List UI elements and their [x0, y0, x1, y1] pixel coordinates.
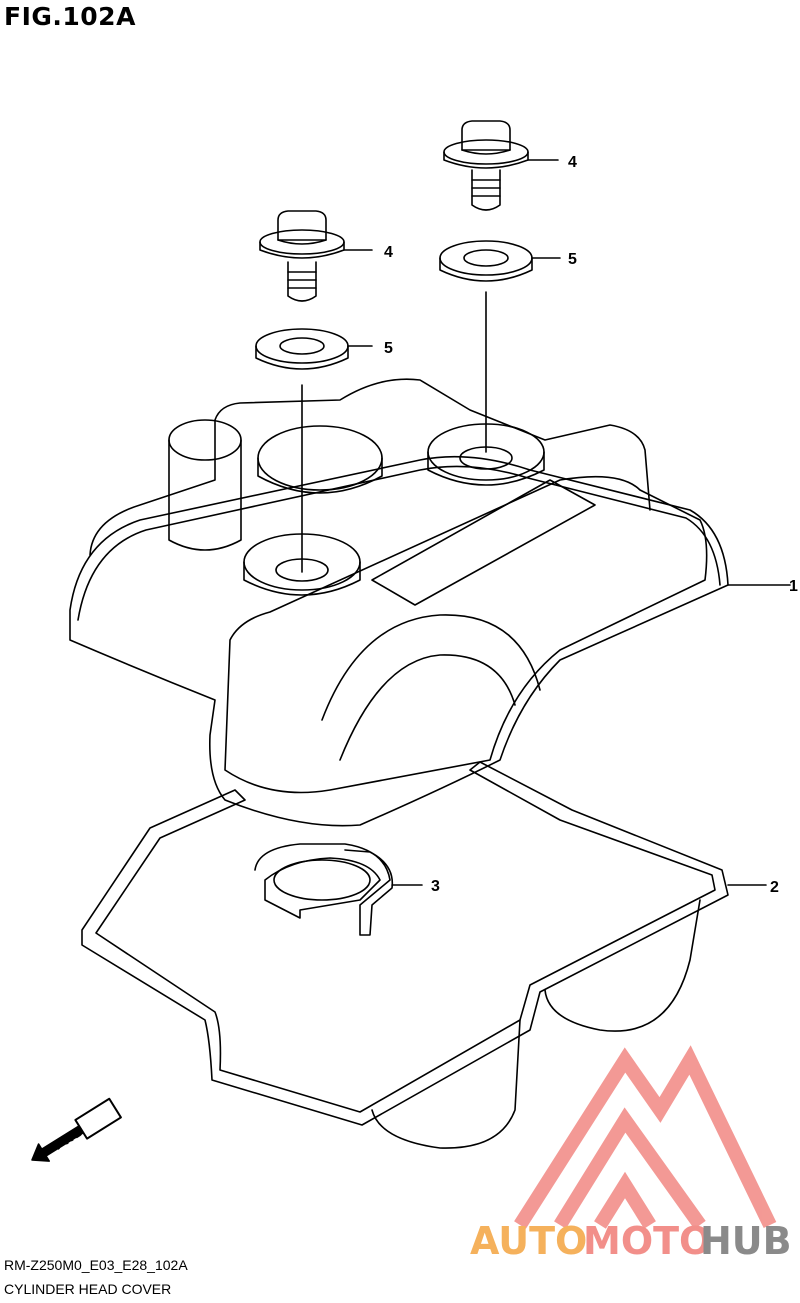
diagram-code: RM-Z250M0_E03_E28_102A: [4, 1257, 188, 1273]
plug-seal: [254, 843, 394, 936]
callout-5-left: 5: [384, 340, 393, 357]
bolt-left: [259, 210, 373, 302]
diagram-name: CYLINDER HEAD COVER: [4, 1281, 172, 1297]
washer-left: [255, 328, 373, 370]
figure-title: FIG.102A: [4, 2, 136, 31]
watermark-auto-text: AUTO: [470, 1219, 587, 1263]
callout-3: 3: [431, 878, 440, 895]
watermark-moto-text: MOTO: [583, 1219, 711, 1263]
watermark-hub-text: HUB: [700, 1219, 792, 1263]
watermark-triangle-icon: [514, 1045, 777, 1230]
fwd-arrow-icon: [31, 1097, 122, 1162]
callout-5-right: 5: [568, 251, 577, 268]
callout-1: 1: [789, 578, 798, 595]
cover-gasket: [81, 761, 729, 1149]
callout-2: 2: [770, 879, 779, 896]
callout-4-right: 4: [568, 154, 577, 171]
callout-4-left: 4: [384, 244, 393, 261]
cylinder-head-cover: [69, 378, 729, 827]
watermark-logo: AUTO MOTO HUB: [470, 1045, 792, 1263]
bolt-upper-right: [443, 120, 559, 211]
washer-upper-right: [439, 240, 561, 282]
